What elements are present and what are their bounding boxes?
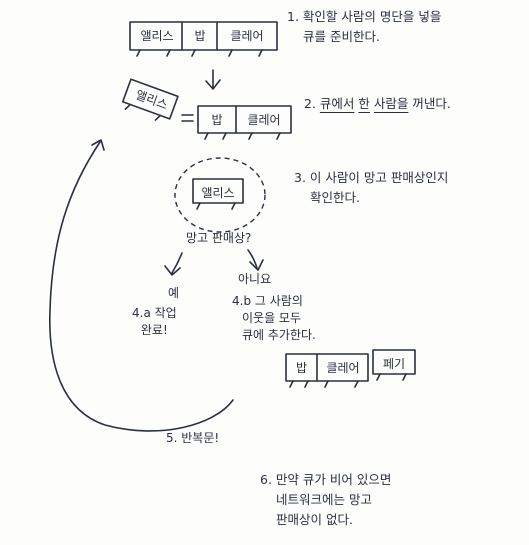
down-arrow xyxy=(205,69,221,90)
step-4a: 4.a 작업 완료! xyxy=(132,305,177,339)
queue-after-add-box xyxy=(285,349,416,388)
step-6-line-2: 네트워크에는 망고 xyxy=(276,492,372,507)
step-1-line-1: 1. 확인할 사람의 명단을 넣을 xyxy=(287,9,442,24)
step-4a-line-2: 완료! xyxy=(140,323,168,337)
queue-remaining-item-2: 클레어 xyxy=(247,113,281,127)
queue-after-add-item-2: 클레어 xyxy=(326,361,360,375)
queue-initial-item-3: 클레어 xyxy=(230,29,264,43)
step-6-line-1: 6. 만약 큐가 비어 있으면 xyxy=(260,472,392,487)
step-1-line-2: 큐를 준비한다. xyxy=(303,29,380,44)
step-3-line-1: 3. 이 사람이 망고 판매상인지 xyxy=(294,170,449,185)
step-4b-line-1: 4.b 그 사람의 xyxy=(232,294,303,308)
step-2-one-word: 한 xyxy=(358,96,370,111)
check-circle xyxy=(174,157,266,233)
queue-after-add-item-1: 밥 xyxy=(295,361,308,375)
queue-after-add-item-3: 페기 xyxy=(382,357,406,371)
loop-arrow xyxy=(48,139,234,432)
yes-arrow xyxy=(164,252,183,276)
queue-initial-box xyxy=(129,21,278,57)
queue-initial-item-2: 밥 xyxy=(194,29,206,43)
step-2-person-word: 사람을 xyxy=(373,96,409,111)
queue-remaining-item-1: 밥 xyxy=(211,113,223,127)
step-1: 1. 확인할 사람의 명단을 넣을 큐를 준비한다. xyxy=(287,7,441,47)
step-3: 3. 이 사람이 망고 판매상인지 확인한다. xyxy=(294,168,448,208)
step-4a-line-1: 4.a 작업 xyxy=(132,306,177,320)
step-3-line-2: 확인한다. xyxy=(310,190,360,205)
dequeued-box xyxy=(121,78,179,121)
no-arrow xyxy=(247,249,264,271)
checked-person: 앨리스 xyxy=(201,186,235,200)
step-6: 6. 만약 큐가 비어 있으면 네트워크에는 망고 판매상이 없다. xyxy=(260,470,391,530)
step-4b: 4.b 그 사람의 이웃을 모두 큐에 추가한다. xyxy=(232,293,316,344)
step-5: 5. 반복문! xyxy=(166,431,220,445)
step-4b-line-3: 큐에 추가한다. xyxy=(242,328,316,342)
step-4b-line-2: 이웃을 모두 xyxy=(242,311,302,325)
decision-yes: 예 xyxy=(168,286,180,300)
decision-question: 망고 판매상? xyxy=(186,231,252,245)
decision-no: 아니요 xyxy=(238,272,272,286)
step-2: 2. 큐에서 한 사람을 꺼낸다. xyxy=(304,94,451,114)
queue-initial-item-1: 앨리스 xyxy=(140,29,174,43)
step-2-prefix: 2. xyxy=(304,96,320,111)
step-2-queue-word: 큐에서 xyxy=(319,96,355,111)
equals-sign xyxy=(181,114,194,122)
step-2-suffix: 꺼낸다. xyxy=(408,96,451,111)
queue-remaining-box xyxy=(197,105,292,140)
step-6-line-3: 판매상이 없다. xyxy=(276,512,353,527)
